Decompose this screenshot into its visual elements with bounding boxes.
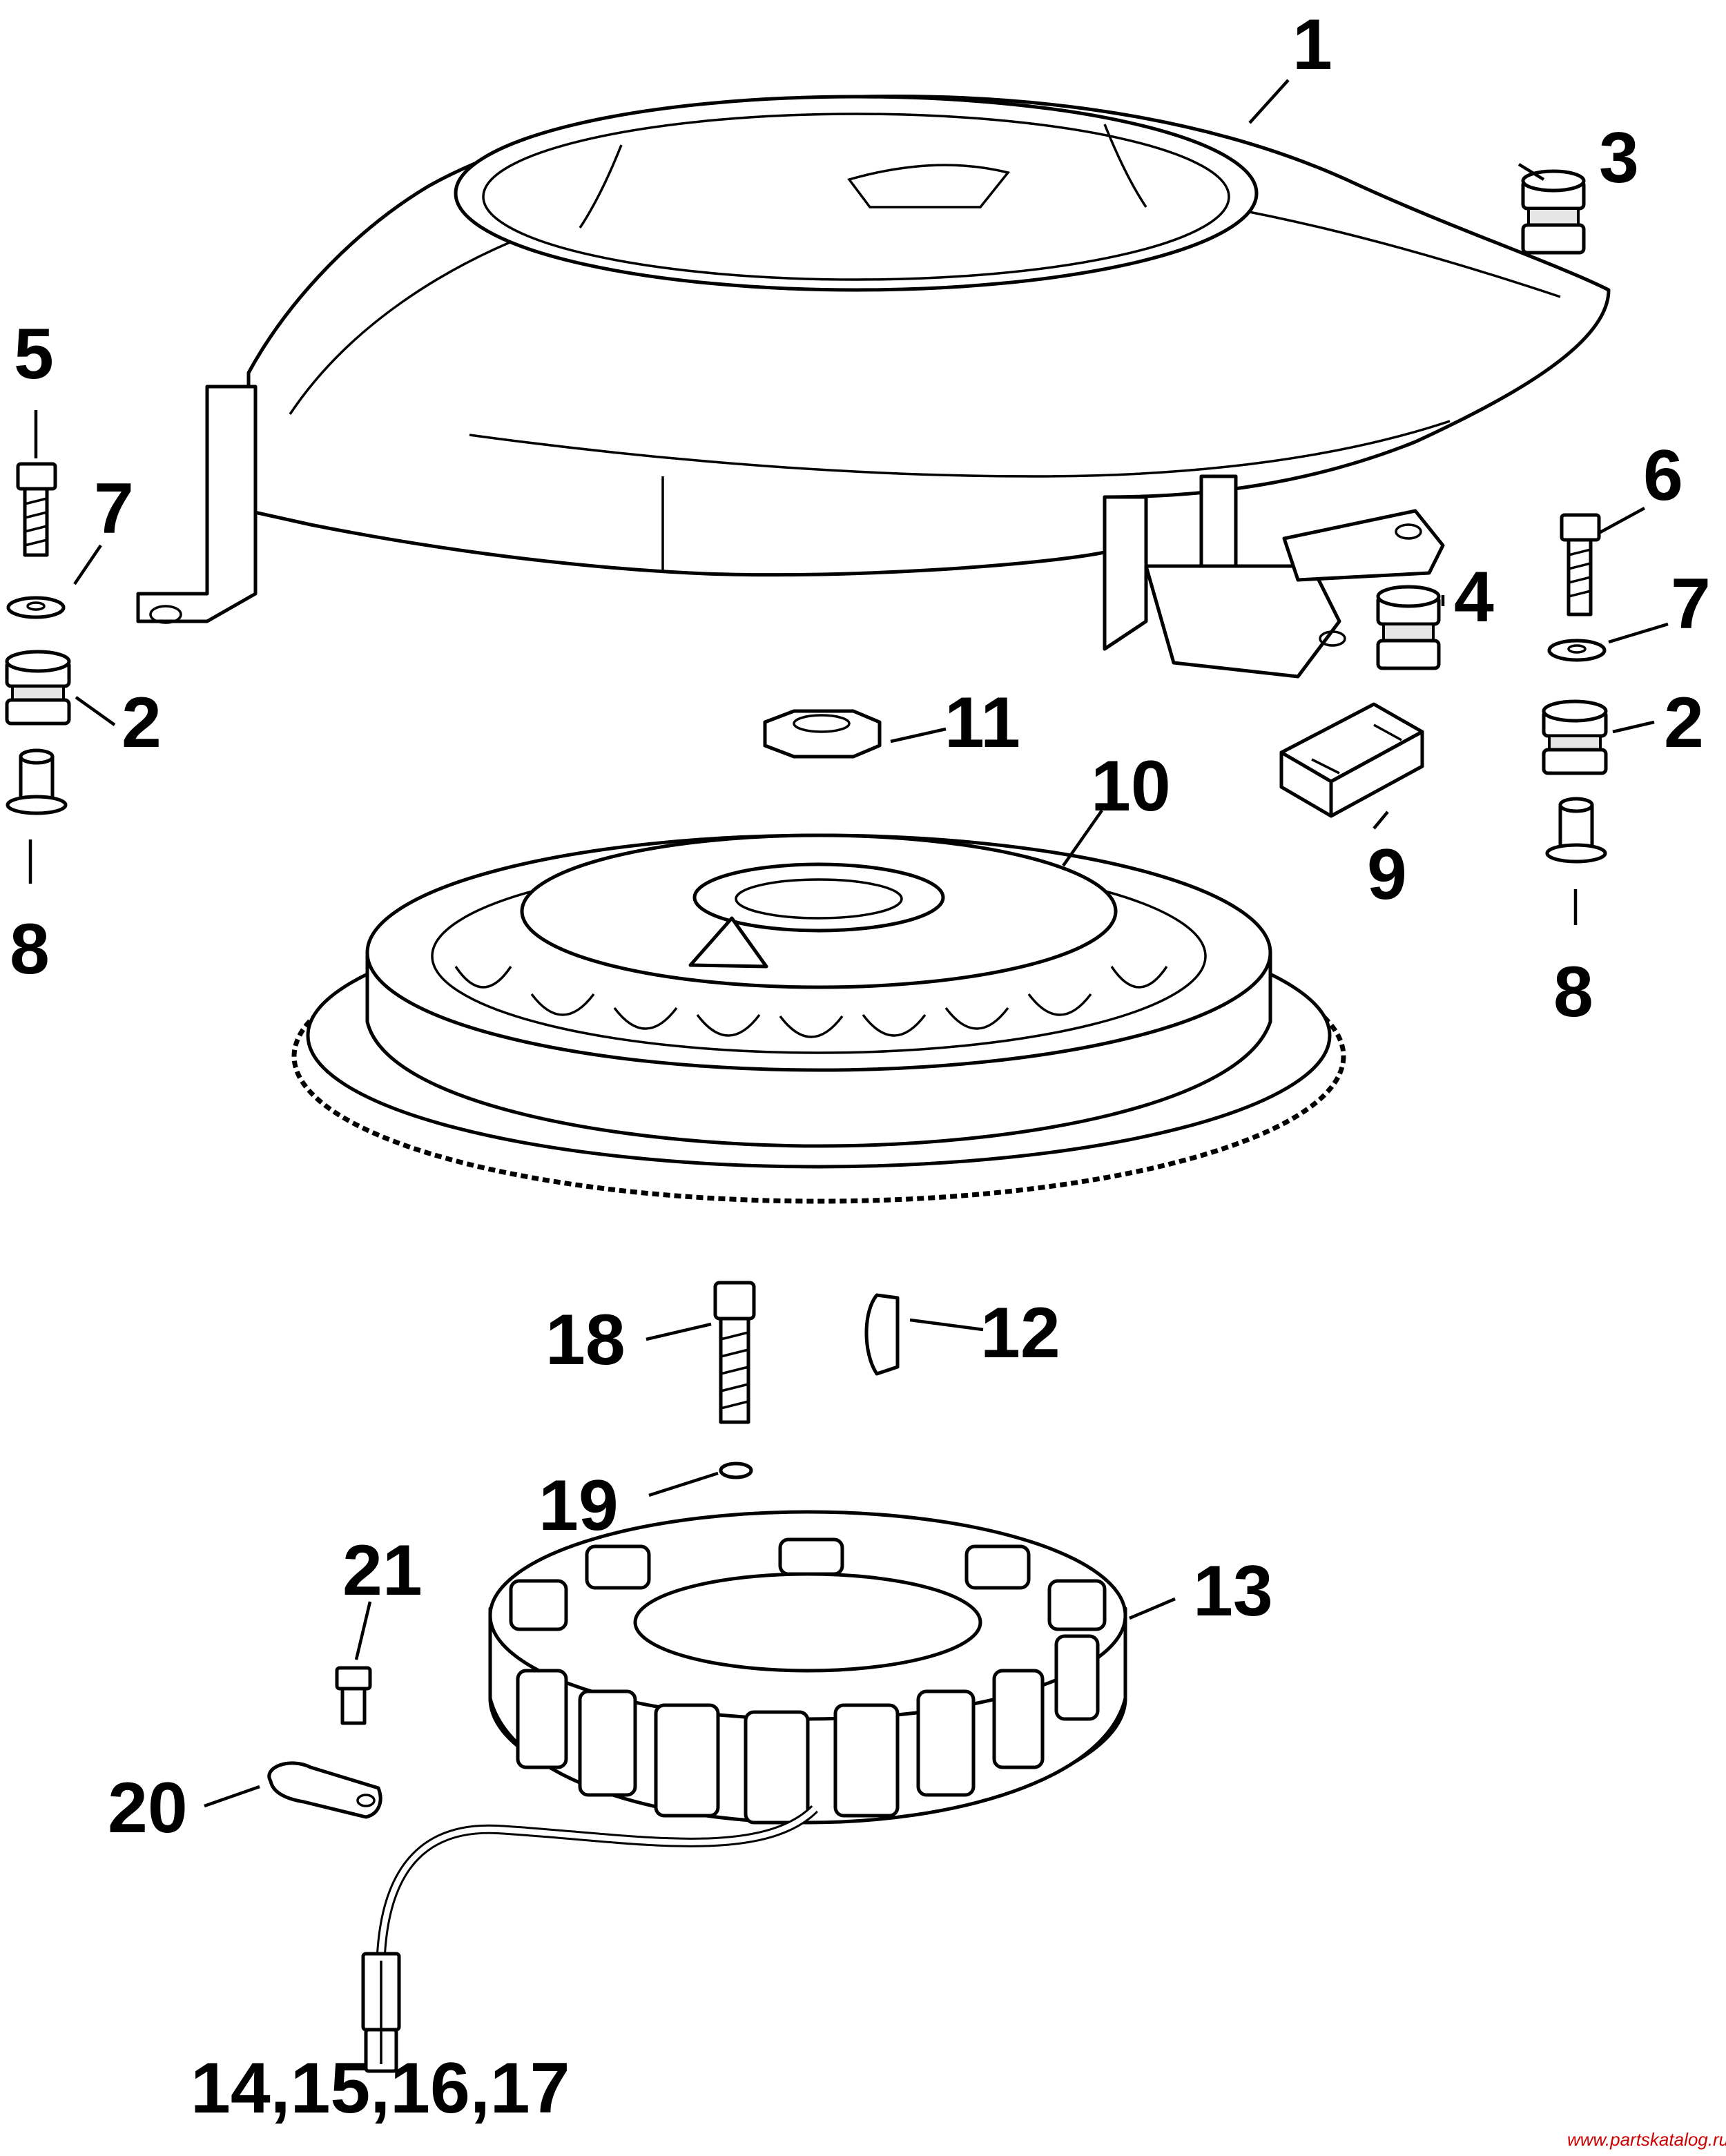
flywheel-part-10 [291,833,1346,1204]
callout-labels: 1 3 5 6 4 7 7 2 2 11 10 9 8 8 18 12 19 2… [10,5,1711,2128]
screw-part-18 [713,1281,756,1424]
warning-triangle-icon [688,916,768,969]
leader-lines [28,79,1669,1808]
callout-4: 4 [1454,557,1494,637]
washer-part-19 [719,1461,753,1479]
flywheel-magnet-slots [454,966,1168,1038]
callout-7-right: 7 [1671,564,1711,644]
grommet-part-3 [1521,169,1586,255]
callout-8-left: 8 [10,909,50,989]
callout-18: 18 [545,1300,626,1380]
callout-1: 1 [1292,5,1332,85]
callout-10: 10 [1091,746,1171,826]
callout-7-left: 7 [94,469,134,549]
stator-part-13 [488,1510,1127,1825]
callout-5: 5 [14,314,54,394]
callout-2-left: 2 [122,683,162,763]
callout-11: 11 [944,683,1020,763]
washer-part-7-right [1547,639,1607,662]
bolt-part-5 [16,462,57,557]
callout-20: 20 [108,1768,188,1848]
nut-part-11 [763,709,882,759]
grommet-part-4 [1376,585,1441,670]
callout-12: 12 [980,1293,1060,1373]
wire-harness-part-14-17 [361,1805,818,2073]
grommet-part-2-right [1542,699,1608,775]
connector-part-9 [1279,702,1424,818]
watermark: www.partskatalog.ru [1567,2129,1726,2150]
grommet-part-2-left [5,650,71,726]
callout-13: 13 [1193,1551,1273,1631]
bolt-part-6 [1560,513,1601,616]
washer-part-7-left [6,596,66,619]
screw-part-21 [335,1666,372,1725]
key-part-12 [864,1293,900,1376]
sleeve-part-8-left [6,748,68,815]
callout-21: 21 [342,1531,423,1611]
callout-8-right: 8 [1553,952,1593,1032]
callout-3: 3 [1599,118,1639,198]
sleeve-part-8-right [1545,797,1607,864]
callout-14-17: 14,15,16,17 [191,2048,570,2128]
callout-2-right: 2 [1664,683,1704,763]
flywheel-cover-part [136,95,1611,679]
stator-coils [509,1537,1107,1825]
clamp-part-20 [267,1761,382,1819]
callout-19: 19 [539,1466,619,1546]
callout-9: 9 [1367,835,1407,915]
callout-6: 6 [1643,436,1683,516]
